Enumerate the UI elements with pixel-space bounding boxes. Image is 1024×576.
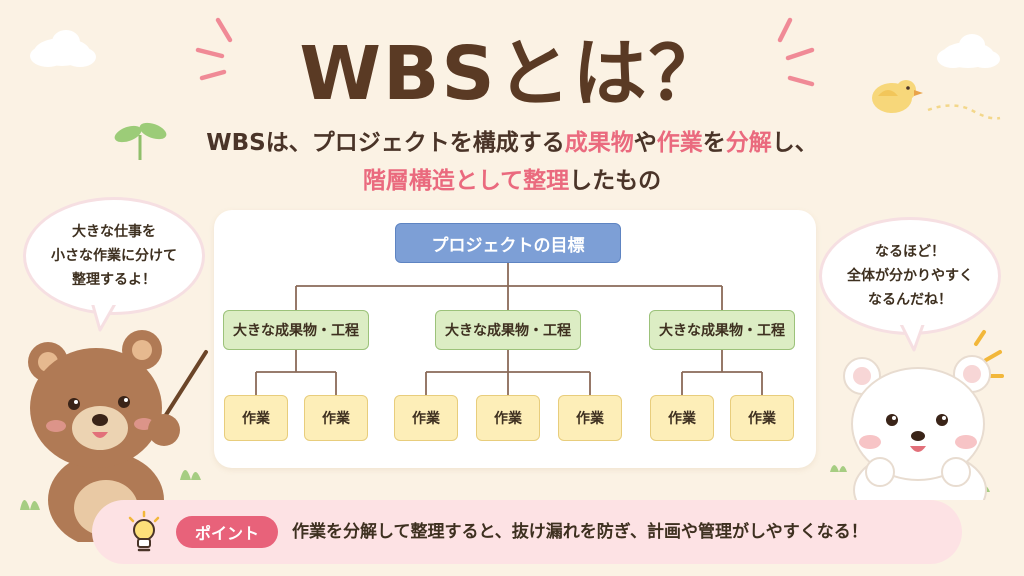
- subtitle-segment: WBSは、プロジェクトを構成する: [206, 130, 565, 156]
- task-node: 作業: [394, 395, 458, 441]
- task-node: 作業: [558, 395, 622, 441]
- subtitle-segment: したもの: [569, 168, 662, 194]
- task-node: 作業: [476, 395, 540, 441]
- subtitle-highlight: 分解: [725, 130, 772, 156]
- subtitle-segment: し、: [771, 130, 818, 156]
- subtitle-highlight: 階層構造として整理: [362, 168, 570, 194]
- lightbulb-icon: [128, 510, 160, 552]
- bubble-line: 全体が分かりやすく: [847, 268, 973, 284]
- subtitle-highlight: 成果物: [564, 130, 634, 156]
- bubble-line: 大きな仕事を: [72, 224, 156, 240]
- speech-bubble-left: 大きな仕事を 小さな作業に分けて 整理するよ！: [26, 200, 202, 312]
- branch-node: 大きな成果物・工程: [435, 310, 581, 350]
- branch-node: 大きな成果物・工程: [649, 310, 795, 350]
- task-node: 作業: [650, 395, 714, 441]
- bubble-tail-right: [898, 320, 928, 352]
- subtitle-highlight: 作業: [656, 130, 703, 156]
- bubble-line: 小さな作業に分けて: [51, 248, 177, 264]
- bubble-line: 整理するよ！: [72, 272, 156, 288]
- subtitle-segment: を: [702, 130, 726, 156]
- root-node: プロジェクトの目標: [395, 223, 621, 263]
- subtitle-line-2: 階層構造として整理したもの: [0, 162, 1024, 200]
- sparkle-icon: [195, 17, 815, 87]
- white-bear-illustration: [843, 355, 991, 500]
- point-badge: ポイント: [176, 516, 278, 548]
- page-title: WBSとは？: [299, 31, 725, 117]
- cloud-icon: [937, 34, 1000, 68]
- subtitle-segment: や: [633, 130, 657, 156]
- point-text: 作業を分解して整理すると、抜け漏れを防ぎ、計画や管理がしやすくなる！: [292, 522, 868, 542]
- bird-icon: [872, 80, 1001, 120]
- subtitle: WBSは、プロジェクトを構成する成果物や作業を分解し、 階層構造として整理したも…: [0, 124, 1024, 200]
- sprout-icon: [114, 122, 167, 160]
- bubble-tail-left: [90, 300, 120, 332]
- task-node: 作業: [224, 395, 288, 441]
- task-node: 作業: [730, 395, 794, 441]
- speech-bubble-right: なるほど！ 全体が分かりやすく なるんだね！: [822, 220, 998, 332]
- task-node: 作業: [304, 395, 368, 441]
- bubble-line: なるほど！: [875, 244, 945, 260]
- branch-node: 大きな成果物・工程: [223, 310, 369, 350]
- cloud-icon: [30, 30, 96, 67]
- bubble-line: なるんだね！: [868, 292, 952, 308]
- subtitle-line-1: WBSは、プロジェクトを構成する成果物や作業を分解し、: [0, 124, 1024, 162]
